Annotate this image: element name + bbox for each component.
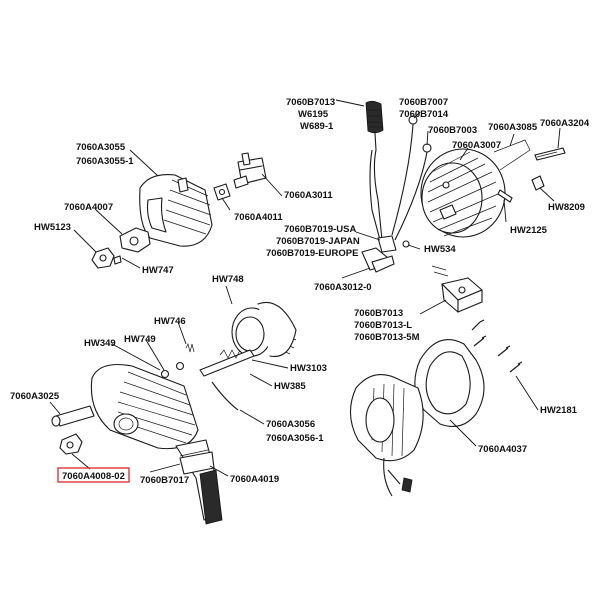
- label-7060A3011: 7060A3011: [284, 190, 333, 201]
- label-7060A3055-1: 7060A3055-1: [76, 156, 134, 167]
- label-7060B7013-mid: 7060B7013: [354, 308, 403, 319]
- highlight-box[interactable]: [57, 467, 130, 483]
- label-HW385: HW385: [274, 381, 306, 392]
- label-7060B7014: 7060B7014: [399, 109, 449, 120]
- power-cable-assembly: [361, 100, 432, 273]
- shaft-and-chuck: [51, 405, 95, 455]
- label-7060A4037: 7060A4037: [478, 444, 527, 455]
- label-7060A4011: 7060A4011: [234, 212, 283, 223]
- label-7060B7019-USA: 7060B7019-USA: [284, 224, 356, 235]
- label-HW2125: HW2125: [510, 225, 548, 236]
- leader-lines: [49, 99, 561, 477]
- label-W6195: W6195: [298, 109, 329, 120]
- cord-exit: [179, 451, 223, 525]
- label-HW5123: HW5123: [34, 222, 71, 233]
- rear-end-cap: [420, 139, 566, 238]
- label-7060A3055: 7060A3055: [76, 142, 126, 153]
- label-HW746: HW746: [154, 316, 186, 327]
- label-7060A3056: 7060A3056: [266, 419, 315, 430]
- label-7060B7013-top: 7060B7013: [286, 97, 335, 108]
- front-housing-assembly: [349, 319, 523, 497]
- label-HW349: HW349: [84, 338, 116, 349]
- label-7060A3085: 7060A3085: [488, 122, 538, 133]
- gear-and-nut: [91, 227, 151, 269]
- small-plate: [213, 175, 249, 201]
- label-HW3103: HW3103: [290, 363, 327, 374]
- label-7060B7019-JAPAN: 7060B7019-JAPAN: [276, 236, 360, 247]
- label-7060A3007: 7060A3007: [452, 140, 501, 151]
- label-W689-1: W689-1: [300, 121, 334, 132]
- terminal-block: [431, 265, 483, 313]
- label-7060A4007: 7060A4007: [64, 202, 113, 213]
- label-7060A3012-0: 7060A3012-0: [314, 282, 372, 293]
- label-7060A3204: 7060A3204: [540, 118, 590, 129]
- main-motor-body: [90, 302, 297, 521]
- label-7060A3025: 7060A3025: [10, 391, 60, 402]
- top-motor-housing: [139, 173, 213, 247]
- label-7060A4019: 7060A4019: [230, 474, 279, 485]
- label-HW748: HW748: [212, 274, 244, 285]
- label-7060B7007: 7060B7007: [399, 97, 448, 108]
- part-labels: 7060B7013 W6195 W689-1 7060B7007 7060B70…: [10, 97, 590, 486]
- label-7060A4008-02[interactable]: 7060A4008-02: [62, 471, 125, 482]
- label-HW2181: HW2181: [540, 405, 578, 416]
- label-7060B7017: 7060B7017: [140, 475, 189, 486]
- label-7060B7003: 7060B7003: [428, 125, 477, 136]
- label-HW749: HW749: [124, 334, 156, 345]
- label-7060A3056-1: 7060A3056-1: [266, 433, 324, 444]
- label-HW747: HW747: [142, 265, 174, 276]
- label-HW8209: HW8209: [548, 202, 585, 213]
- label-7060B7013-5M: 7060B7013-5M: [354, 332, 420, 343]
- label-7060B7013-L: 7060B7013-L: [354, 320, 412, 331]
- label-7060B7019-EUROPE: 7060B7019-EUROPE: [266, 248, 358, 259]
- label-HW534: HW534: [424, 244, 456, 255]
